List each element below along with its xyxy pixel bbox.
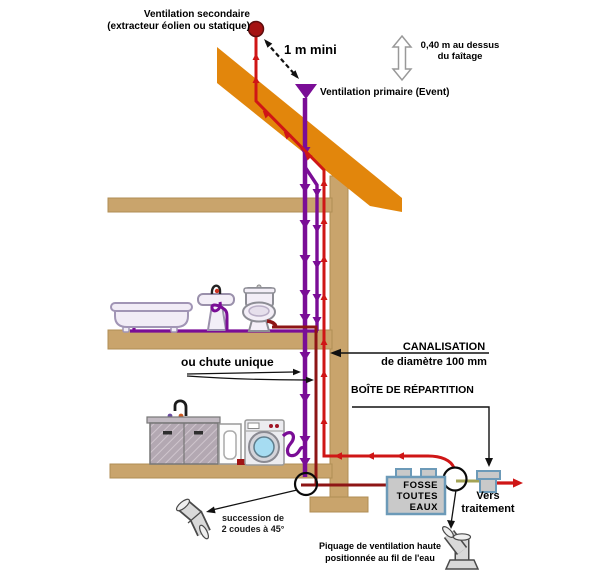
toilet xyxy=(242,284,278,332)
distance-arrow-icon xyxy=(264,39,299,79)
sewer-line-maroon xyxy=(272,325,388,487)
attic-floor xyxy=(107,197,333,213)
washer-hose-pipe xyxy=(281,431,305,458)
label-ventilation-primaire: Ventilation primaire (Event) xyxy=(320,87,450,98)
hot-tap-icon xyxy=(214,288,220,294)
roof xyxy=(217,47,402,212)
label-ou-chute-unique: ou chute unique xyxy=(181,355,274,369)
label-canalisation-diametre: de diamètre 100 mm xyxy=(381,356,487,368)
countertop xyxy=(146,416,221,424)
kitchen-drain-connector xyxy=(237,459,247,465)
extractor-icon xyxy=(247,20,265,38)
outflow-arrow xyxy=(497,478,523,488)
distribution-box xyxy=(476,470,501,493)
vent-stack-red xyxy=(252,36,456,469)
footing xyxy=(309,496,369,513)
kitchen-unit xyxy=(146,399,247,465)
wall xyxy=(329,175,349,499)
sink-trap-pipe xyxy=(210,301,229,331)
house-structure xyxy=(107,47,402,513)
elbow-45-icon xyxy=(175,498,211,540)
washing-machine xyxy=(244,419,305,466)
label-ventilation-secondaire: Ventilation secondaire (extracteur éolie… xyxy=(107,9,250,32)
label-1m-mini: 1 m mini xyxy=(284,42,337,57)
label-vers-traitement: Vers traitement xyxy=(461,490,515,515)
label-boite-repartition: BOÎTE DE RÉPARTITION xyxy=(351,384,474,396)
sink-faucet-icon xyxy=(210,284,222,295)
junction-circle-tank xyxy=(442,466,468,492)
label-fosse-toutes-eaux: FOSSE TOUTES EAUX xyxy=(396,480,438,514)
label-piquage-ventilation: Piquage de ventilation haute positionnée… xyxy=(318,541,442,563)
septic-tank-box xyxy=(385,468,447,516)
bathroom-floor xyxy=(107,329,333,350)
kitchen-faucet-icon xyxy=(173,399,188,416)
label-canalisation: CANALISATION xyxy=(402,341,486,353)
annotation-lines xyxy=(186,348,493,529)
y-branch-icon xyxy=(442,526,480,570)
bathtub xyxy=(110,302,193,333)
waste-stack-purple xyxy=(299,98,322,477)
height-arrow-icon xyxy=(391,34,413,82)
junction-circle-ground xyxy=(293,471,319,497)
label-ridge-height: 0,40 m au dessus du faîtage xyxy=(420,40,500,63)
pedestal-sink xyxy=(197,284,235,331)
vent-cap-icon xyxy=(295,84,317,99)
label-succession-coudes: succession de 2 coudes à 45° xyxy=(221,513,285,534)
